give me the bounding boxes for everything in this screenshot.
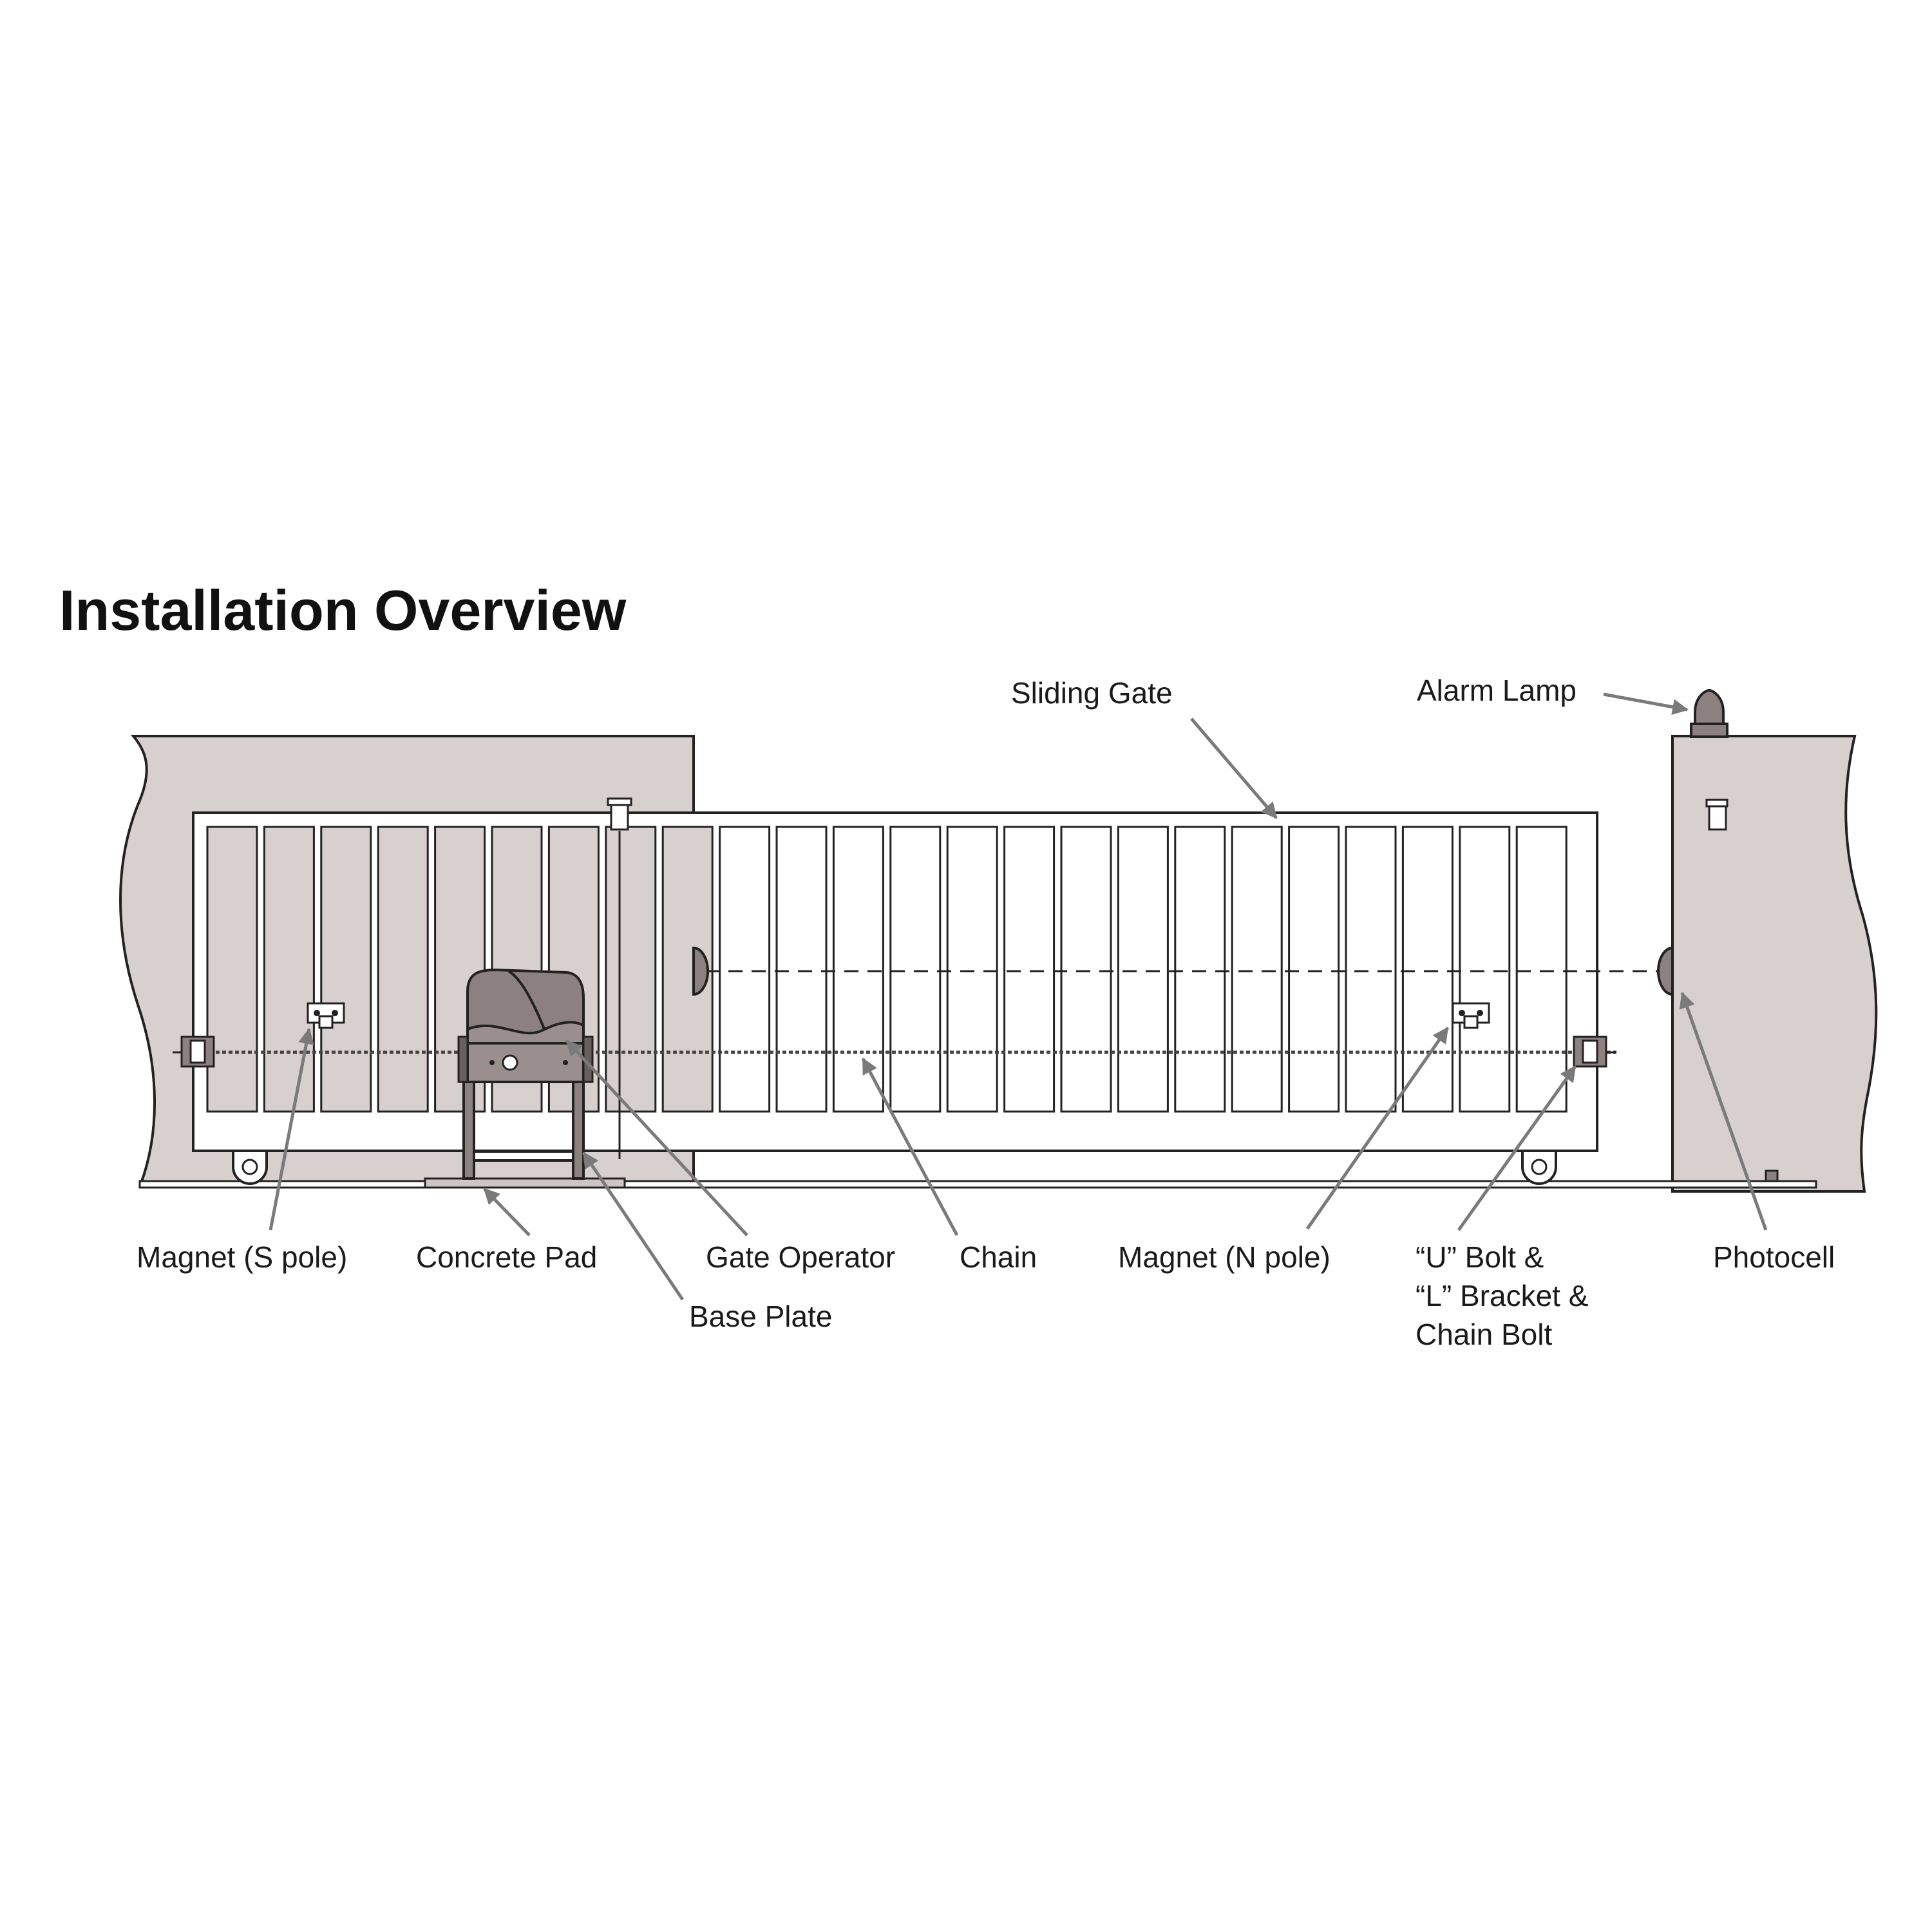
label-magnet-s-pole: Magnet (S pole): [137, 1240, 347, 1274]
gate-slat: [1231, 826, 1283, 1113]
gate-slat: [263, 826, 315, 1113]
label-concrete-pad: Concrete Pad: [416, 1240, 597, 1274]
leader-photocell: [1679, 992, 1768, 1231]
magnet-n-pole-icon: [1452, 1002, 1490, 1029]
gate-slat: [206, 826, 258, 1113]
gate-operator: [457, 968, 594, 1180]
page-title: Installation Overview: [59, 578, 627, 642]
gate-slat: [1117, 826, 1169, 1113]
right-pillar: [1671, 735, 1878, 1193]
label-base-plate: Base Plate: [689, 1300, 832, 1333]
label-u-bolt-line1: “U” Bolt &: [1416, 1240, 1544, 1274]
gate-stop-icon: [1765, 1170, 1779, 1182]
leader-magnet-s: [269, 1027, 314, 1231]
leader-magnet-n: [1305, 1027, 1450, 1230]
label-u-bolt-line2: “L” Bracket &: [1416, 1279, 1588, 1312]
gate-slat: [605, 826, 657, 1113]
chain-bolt-right-icon: [1573, 1036, 1616, 1068]
gate-slat: [1345, 826, 1397, 1113]
photocell-right-icon: [1657, 946, 1674, 996]
chain-bolt-left-icon: [173, 1036, 215, 1068]
gate-slat: [1288, 826, 1340, 1113]
label-magnet-n-pole: Magnet (N pole): [1118, 1240, 1331, 1274]
gate-wheel-right-icon: [1521, 1150, 1557, 1185]
leader-concrete-pad: [483, 1188, 531, 1236]
gate-slat: [1459, 826, 1511, 1113]
alarm-lamp-icon: [1690, 688, 1728, 738]
label-photocell: Photocell: [1713, 1240, 1835, 1274]
ground-line: [138, 1180, 1817, 1189]
gate-top-bracket-icon: [607, 797, 632, 1159]
photocell-left-icon: [692, 946, 709, 996]
label-gate-operator: Gate Operator: [706, 1240, 895, 1274]
leader-u-bolt: [1457, 1065, 1577, 1231]
gate-slat: [946, 826, 998, 1113]
gate-slat: [1003, 826, 1056, 1113]
leader-sliding-gate: [1190, 717, 1278, 819]
leader-gate-operator: [565, 1039, 748, 1236]
leader-base-plate: [582, 1151, 685, 1301]
leader-chain: [861, 1057, 959, 1236]
pillar-bracket-icon: [1705, 799, 1728, 831]
gate-slat: [377, 826, 429, 1113]
gate-slat: [889, 826, 942, 1113]
gate-wheel-left-icon: [232, 1150, 268, 1185]
label-u-bolt-line3: Chain Bolt: [1416, 1318, 1552, 1351]
gate-slat: [1060, 826, 1112, 1113]
gate-slat: [320, 826, 372, 1113]
gate-slat: [719, 826, 771, 1113]
concrete-pad: [424, 1177, 626, 1189]
gate-slat: [1174, 826, 1226, 1113]
magnet-s-pole-icon: [307, 1002, 345, 1029]
label-alarm-lamp: Alarm Lamp: [1417, 674, 1577, 707]
label-chain: Chain: [960, 1240, 1037, 1274]
gate-slat: [832, 826, 884, 1113]
gate-slat: [1515, 826, 1567, 1113]
gate-slats: [206, 826, 1567, 1113]
label-sliding-gate: Sliding Gate: [1011, 676, 1173, 710]
gate-slat: [775, 826, 828, 1113]
leader-alarm-lamp: [1603, 692, 1689, 715]
gate-slat: [1401, 826, 1454, 1113]
